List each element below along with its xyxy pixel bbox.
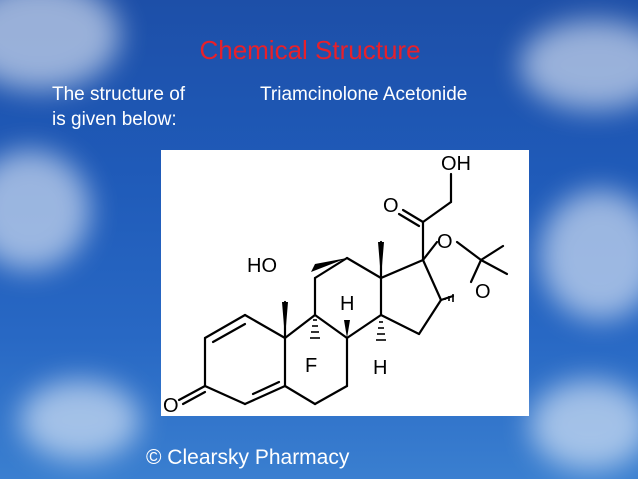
label-oh: OH — [441, 153, 471, 175]
cloud — [520, 20, 638, 110]
cloud — [20, 380, 140, 460]
label-o-ring-a: O — [163, 395, 179, 416]
intro-line-2: is given below: — [52, 109, 177, 130]
label-o-acetal-top: O — [437, 231, 453, 253]
chemical-structure-diagram: OH O O O HO H F H O — [161, 150, 529, 417]
bonds — [177, 172, 509, 406]
cloud — [530, 380, 638, 470]
drug-name: Triamcinolone Acetonide — [260, 84, 468, 105]
label-f: F — [305, 355, 317, 377]
label-h-lower: H — [373, 357, 387, 379]
copyright-text: © Clearsky Pharmacy — [146, 446, 350, 469]
structure-svg: OH O O O HO H F H O — [163, 153, 509, 417]
label-o-acetal-bottom: O — [475, 281, 491, 303]
cloud — [0, 150, 90, 270]
cloud — [540, 190, 638, 320]
label-o-ketone: O — [383, 195, 399, 217]
hashed-bonds — [310, 294, 454, 341]
slide-title: Chemical Structure — [199, 35, 421, 65]
label-h-upper: H — [340, 293, 354, 315]
label-ho: HO — [247, 255, 277, 277]
intro-line-1: The structure of — [52, 84, 186, 105]
stereo-wedges — [282, 242, 384, 338]
intro-text: The structure of is given below: — [52, 82, 185, 132]
